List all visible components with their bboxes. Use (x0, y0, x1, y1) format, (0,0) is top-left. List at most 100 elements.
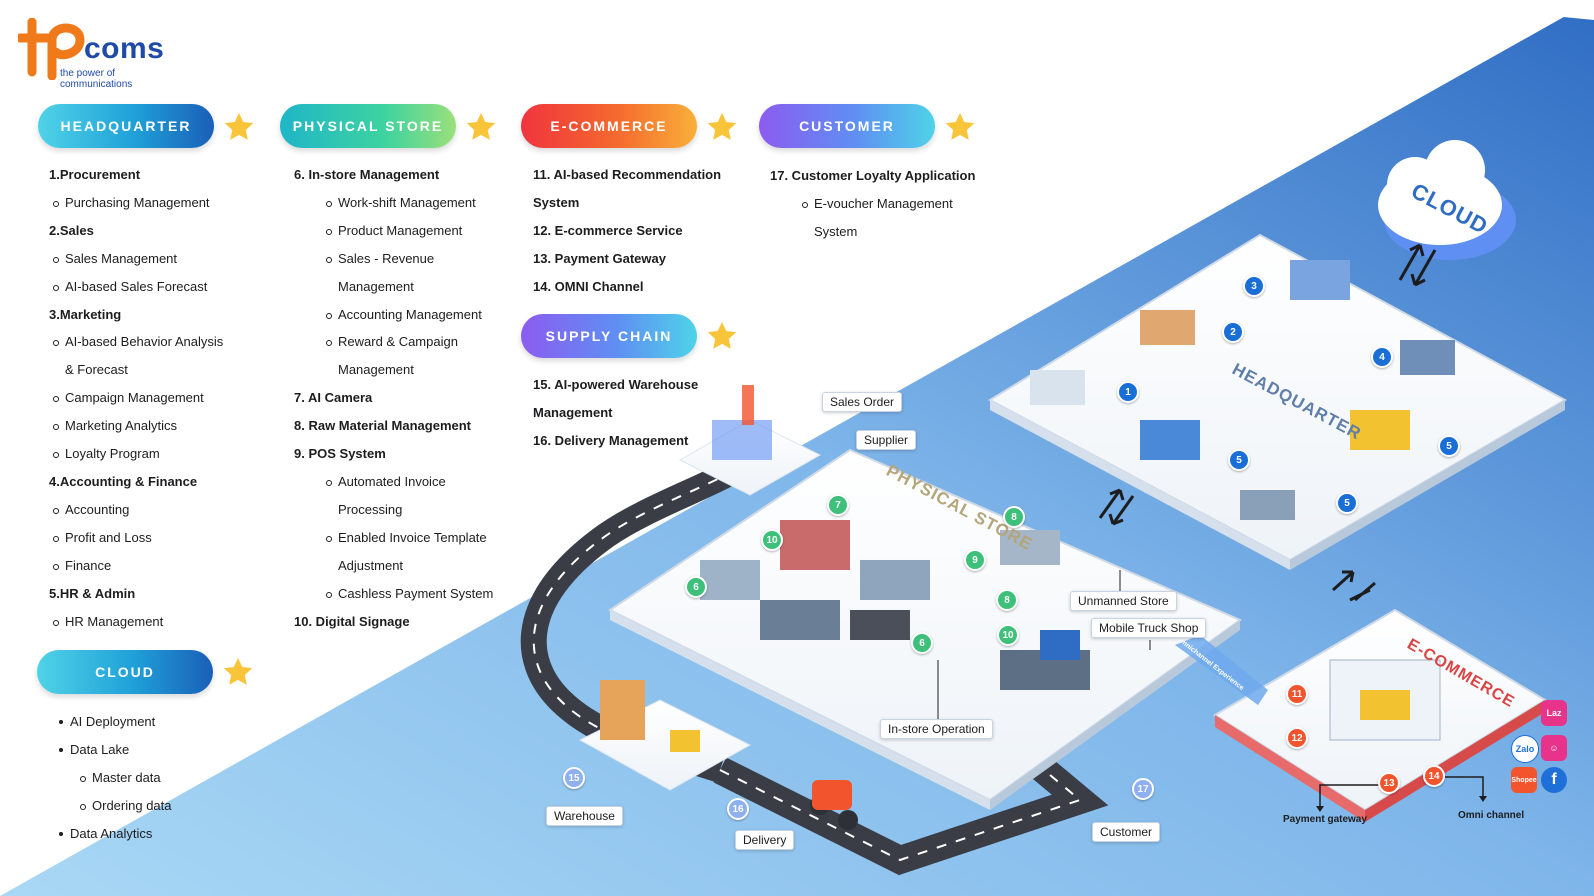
hq-sub-item: Sales Management (49, 245, 223, 273)
store-sub-item: Product Management (294, 217, 493, 245)
facebook-icon: f (1541, 767, 1567, 793)
marker-6: 6 (685, 576, 707, 598)
supply-item: Management (533, 404, 613, 420)
store-sub-item-cont: Management (338, 278, 414, 294)
hq-item: 3.Marketing (49, 306, 122, 322)
warehouse-tag: Warehouse (546, 806, 623, 826)
marker-5: 5 (1336, 492, 1358, 514)
marker-16: 16 (727, 798, 749, 820)
cloud-item: AI Deployment (58, 708, 172, 736)
store-sub-item: Work-shift Management (294, 189, 493, 217)
hq-sub-item: Finance (49, 552, 223, 580)
marker-17: 17 (1132, 778, 1154, 800)
marker-5: 5 (1228, 449, 1250, 471)
cloud-sub-item: Ordering data (58, 792, 172, 820)
cloud-icon (1378, 140, 1516, 260)
sync-arrow-store-hq (1098, 488, 1135, 526)
payment-connector (1319, 784, 1383, 810)
logo-mark-icon (18, 18, 85, 80)
ecom-item: 11. AI-based Recommendation (533, 167, 722, 182)
store-item: 7. AI Camera (294, 390, 373, 406)
star-icon (707, 112, 737, 140)
hq-item: 5.HR & Admin (49, 585, 136, 601)
lazada-icon: Laz (1541, 700, 1567, 726)
in-store-operation-tag: In-store Operation (880, 719, 993, 739)
marker-11: 11 (1286, 683, 1308, 705)
marker-10: 10 (761, 529, 783, 551)
store-sub-item: Sales - Revenue (294, 245, 493, 273)
logo-tagline: the power of communications (60, 68, 133, 90)
hq-sub-item: Accounting (49, 496, 223, 524)
hq-sub-item: Profit and Loss (49, 524, 223, 552)
payment-gateway-label: Payment gateway (1283, 814, 1367, 825)
customer-tag: Customer (1092, 822, 1161, 842)
physical-store-pill: PHYSICAL STORE (280, 104, 456, 148)
marker-13: 13 (1378, 772, 1400, 794)
hq-sub-item: Purchasing Management (49, 189, 223, 217)
omni-connector (1438, 776, 1484, 800)
marker-9: 9 (964, 549, 986, 571)
customer-sub-item: E-voucher Management (770, 190, 975, 218)
store-item: 8. Raw Material Management (294, 418, 471, 434)
store-sub-item-cont: Adjustment (338, 557, 404, 573)
headquarter-pill: HEADQUARTER (38, 104, 214, 148)
headquarter-list: 1.Procurement Purchasing Management 2.Sa… (49, 161, 223, 635)
store-shelves (700, 520, 1090, 690)
marker-5: 5 (1438, 435, 1460, 457)
contact-icon: ☺ (1541, 735, 1567, 761)
shopee-icon: Shopee (1511, 767, 1537, 793)
hq-sub-item: AI-based Behavior Analysis (49, 328, 223, 356)
store-sub-item-cont: Processing (338, 501, 403, 517)
customer-list: 17. Customer Loyalty Application E-vouch… (770, 162, 975, 246)
hq-item: 1.Procurement (49, 167, 141, 182)
cloud-item: Data Analytics (58, 820, 172, 848)
omni-channel-label: Omni channel (1458, 810, 1525, 821)
customer-item: 17. Customer Loyalty Application (770, 168, 976, 183)
cloud-pill: CLOUD (37, 650, 213, 694)
ecommerce-list: 11. AI-based Recommendation System 12. E… (533, 161, 721, 301)
hq-sub-item: AI-based Sales Forecast (49, 273, 223, 301)
cloud-sub-item: Master data (58, 764, 172, 792)
marker-6: 6 (911, 632, 933, 654)
store-item: 6. In-store Management (294, 167, 440, 182)
marker-8: 8 (1003, 506, 1025, 528)
store-sub-item: Reward & Campaign (294, 328, 493, 356)
logo-wordmark: coms (84, 32, 165, 65)
omnichannel-banner (1175, 635, 1268, 705)
marker-10: 10 (997, 624, 1019, 646)
marker-1: 1 (1117, 381, 1139, 403)
marker-15: 15 (563, 767, 585, 789)
store-sub-item: Cashless Payment System (294, 580, 493, 608)
delivery-tag: Delivery (735, 830, 795, 850)
cloud-item: Data Lake (58, 736, 172, 764)
customer-pill: CUSTOMER (759, 104, 935, 148)
marker-7: 7 (827, 494, 849, 516)
sales-order-tag: Sales Order (822, 392, 903, 412)
hq-item: 4.Accounting & Finance (49, 473, 198, 489)
supply-chain-list: 15. AI-powered Warehouse Management 16. … (533, 371, 698, 455)
star-icon (223, 657, 253, 685)
zalo-icon: Zalo (1511, 735, 1539, 763)
hq-item: 2.Sales (49, 222, 94, 238)
hq-sub-item: Marketing Analytics (49, 412, 223, 440)
star-icon (224, 112, 254, 140)
marker-2: 2 (1222, 321, 1244, 343)
store-sub-item: Automated Invoice (294, 468, 493, 496)
store-sub-item: Enabled Invoice Template (294, 524, 493, 552)
marker-3: 3 (1243, 275, 1265, 297)
store-sub-item-cont: Management (338, 362, 414, 378)
delivery-scooter-icon (810, 780, 858, 830)
hq-sub-item: Campaign Management (49, 384, 223, 412)
store-item: 10. Digital Signage (294, 613, 410, 629)
cloud-list: AI Deployment Data Lake Master data Orde… (58, 708, 172, 848)
hq-offices (1030, 260, 1455, 520)
star-icon (466, 112, 496, 140)
store-item: 9. POS System (294, 446, 386, 462)
supply-item: 15. AI-powered Warehouse (533, 377, 699, 392)
marker-12: 12 (1286, 727, 1308, 749)
unmanned-store-tag: Unmanned Store (1070, 591, 1177, 611)
store-sub-item: Accounting Management (294, 301, 493, 329)
physical-store-list: 6. In-store Management Work-shift Manage… (294, 161, 493, 635)
supply-item: 16. Delivery Management (533, 432, 689, 448)
ecommerce-pill: E-COMMERCE (521, 104, 697, 148)
